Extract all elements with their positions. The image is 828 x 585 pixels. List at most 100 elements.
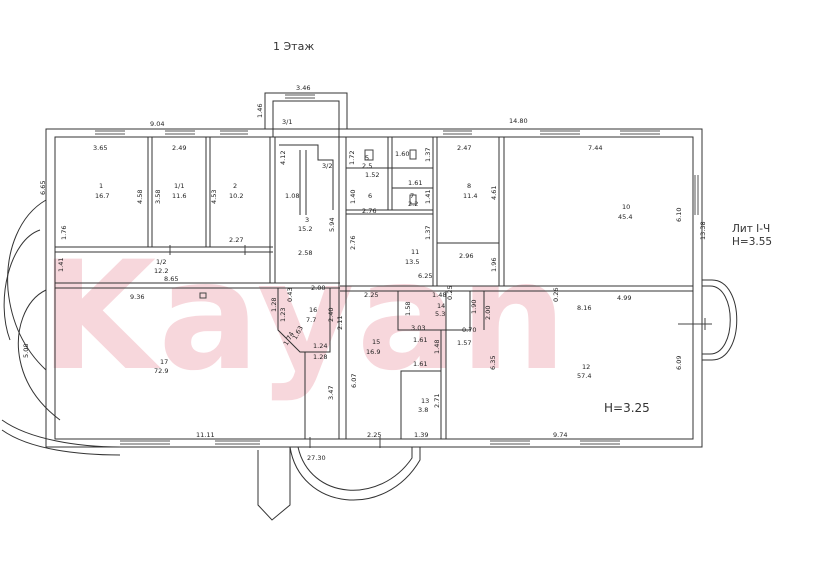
svg-text:4.53: 4.53 bbox=[210, 190, 218, 204]
svg-text:3.58: 3.58 bbox=[154, 190, 162, 204]
svg-text:1.60: 1.60 bbox=[395, 150, 409, 158]
svg-text:0.25: 0.25 bbox=[446, 286, 454, 300]
svg-text:2: 2 bbox=[233, 182, 237, 190]
room-3-label: 3 15.2 bbox=[298, 216, 312, 233]
svg-text:16.9: 16.9 bbox=[366, 348, 380, 356]
svg-text:6.10: 6.10 bbox=[675, 208, 683, 222]
windows bbox=[95, 94, 699, 445]
svg-text:1.61: 1.61 bbox=[408, 179, 422, 187]
svg-text:1.61: 1.61 bbox=[413, 360, 427, 368]
svg-text:1.08: 1.08 bbox=[285, 192, 299, 200]
svg-text:17: 17 bbox=[160, 358, 168, 366]
svg-text:11.11: 11.11 bbox=[196, 431, 215, 439]
svg-text:2.71: 2.71 bbox=[433, 394, 441, 408]
svg-text:6.25: 6.25 bbox=[418, 272, 432, 280]
room-10-label: 10 45.4 bbox=[618, 203, 632, 221]
svg-text:4.12: 4.12 bbox=[279, 151, 287, 165]
svg-text:3.47: 3.47 bbox=[327, 386, 335, 400]
floor-title: 1 Этаж bbox=[273, 40, 314, 53]
svg-text:7: 7 bbox=[410, 192, 414, 200]
svg-text:12: 12 bbox=[582, 363, 590, 371]
curved-walls bbox=[1, 199, 738, 521]
svg-text:4.61: 4.61 bbox=[490, 186, 498, 200]
svg-text:2.47: 2.47 bbox=[457, 144, 471, 152]
svg-text:2.49: 2.49 bbox=[172, 144, 186, 152]
svg-text:2.96: 2.96 bbox=[459, 252, 473, 260]
svg-text:3: 3 bbox=[305, 216, 309, 224]
svg-text:2.27: 2.27 bbox=[229, 236, 243, 244]
room-15-label: 15 16.9 bbox=[366, 338, 380, 356]
svg-text:1.37: 1.37 bbox=[424, 148, 432, 162]
svg-text:7.7: 7.7 bbox=[306, 316, 316, 324]
dim-left-side: 6.65 bbox=[39, 181, 47, 195]
svg-text:72.9: 72.9 bbox=[154, 367, 168, 375]
room-17-label: 17 72.9 bbox=[154, 358, 168, 375]
svg-text:10: 10 bbox=[622, 203, 630, 211]
svg-text:2.25: 2.25 bbox=[364, 291, 378, 299]
svg-text:16.7: 16.7 bbox=[95, 192, 109, 200]
svg-text:1.39: 1.39 bbox=[414, 431, 428, 439]
height-hall-label: H=3.25 bbox=[604, 401, 650, 415]
svg-text:14: 14 bbox=[437, 302, 445, 310]
svg-text:5.94: 5.94 bbox=[328, 218, 336, 232]
svg-text:2.11: 2.11 bbox=[336, 316, 344, 330]
svg-text:3.65: 3.65 bbox=[93, 144, 107, 152]
room-1-2-label: 1/2 12.2 bbox=[154, 258, 168, 275]
svg-text:1.61: 1.61 bbox=[413, 336, 427, 344]
stair-label-1: 3/1 bbox=[282, 118, 292, 126]
height-labels: Лит I-Ч H=3.55 H=3.25 bbox=[604, 223, 772, 415]
svg-text:2.25: 2.25 bbox=[367, 431, 381, 439]
room-12-label: 12 57.4 bbox=[577, 363, 591, 380]
svg-text:1.90: 1.90 bbox=[470, 300, 478, 314]
svg-text:45.4: 45.4 bbox=[618, 213, 632, 221]
svg-text:2.5: 2.5 bbox=[362, 162, 372, 170]
room-6-label: 6 2.76 bbox=[362, 192, 376, 215]
room-11-label: 11 13.5 bbox=[405, 248, 419, 266]
watermark-text: Kayan bbox=[40, 230, 569, 404]
svg-text:1.46: 1.46 bbox=[256, 104, 264, 118]
svg-text:1.37: 1.37 bbox=[424, 226, 432, 240]
litera-label: Лит I-Ч bbox=[732, 223, 770, 235]
dim-right-side: 13.38 bbox=[699, 221, 707, 240]
room-2-label: 2 10.2 bbox=[229, 182, 243, 200]
room-1-1-label: 1/1 11.6 bbox=[172, 182, 186, 200]
svg-text:6.35: 6.35 bbox=[489, 356, 497, 370]
svg-text:1.41: 1.41 bbox=[424, 190, 432, 204]
svg-text:1.48: 1.48 bbox=[433, 340, 441, 354]
svg-text:1.40: 1.40 bbox=[349, 190, 357, 204]
svg-text:8.16: 8.16 bbox=[577, 304, 591, 312]
svg-text:1.52: 1.52 bbox=[365, 171, 379, 179]
svg-text:4.58: 4.58 bbox=[136, 190, 144, 204]
room-13-label: 13 3.8 bbox=[418, 397, 429, 414]
svg-text:16: 16 bbox=[309, 306, 317, 314]
svg-text:11.6: 11.6 bbox=[172, 192, 186, 200]
svg-text:1.23: 1.23 bbox=[279, 308, 287, 322]
dim-bottom: 27.30 bbox=[307, 454, 326, 462]
overall-dimensions: 14.80 9.04 27.30 6.65 13.38 bbox=[39, 117, 707, 462]
svg-text:13.5: 13.5 bbox=[405, 258, 419, 266]
svg-text:7.44: 7.44 bbox=[588, 144, 602, 152]
svg-text:13: 13 bbox=[421, 397, 429, 405]
room-labels: 1 16.7 1/1 11.6 2 10.2 1/2 12.2 3 15.2 5… bbox=[95, 118, 632, 414]
svg-text:6: 6 bbox=[368, 192, 372, 200]
svg-text:5: 5 bbox=[365, 154, 369, 162]
dim-top: 14.80 bbox=[509, 117, 528, 125]
doors bbox=[169, 149, 712, 448]
svg-text:1.28: 1.28 bbox=[313, 353, 327, 361]
svg-text:15.2: 15.2 bbox=[298, 225, 312, 233]
svg-text:6.07: 6.07 bbox=[350, 374, 358, 388]
svg-text:57.4: 57.4 bbox=[577, 372, 591, 380]
svg-text:0.43: 0.43 bbox=[286, 288, 294, 302]
walls bbox=[45, 92, 703, 448]
svg-text:8.65: 8.65 bbox=[164, 275, 178, 283]
svg-text:2.76: 2.76 bbox=[362, 207, 376, 215]
svg-text:5.08: 5.08 bbox=[22, 344, 30, 358]
svg-text:0.26: 0.26 bbox=[552, 288, 560, 302]
room-8-label: 8 11.4 bbox=[463, 182, 477, 200]
svg-text:1.24: 1.24 bbox=[313, 342, 327, 350]
svg-text:9.36: 9.36 bbox=[130, 293, 144, 301]
svg-text:5.3: 5.3 bbox=[435, 310, 445, 318]
svg-text:10.2: 10.2 bbox=[229, 192, 243, 200]
room-16-label: 16 7.7 bbox=[306, 306, 317, 324]
